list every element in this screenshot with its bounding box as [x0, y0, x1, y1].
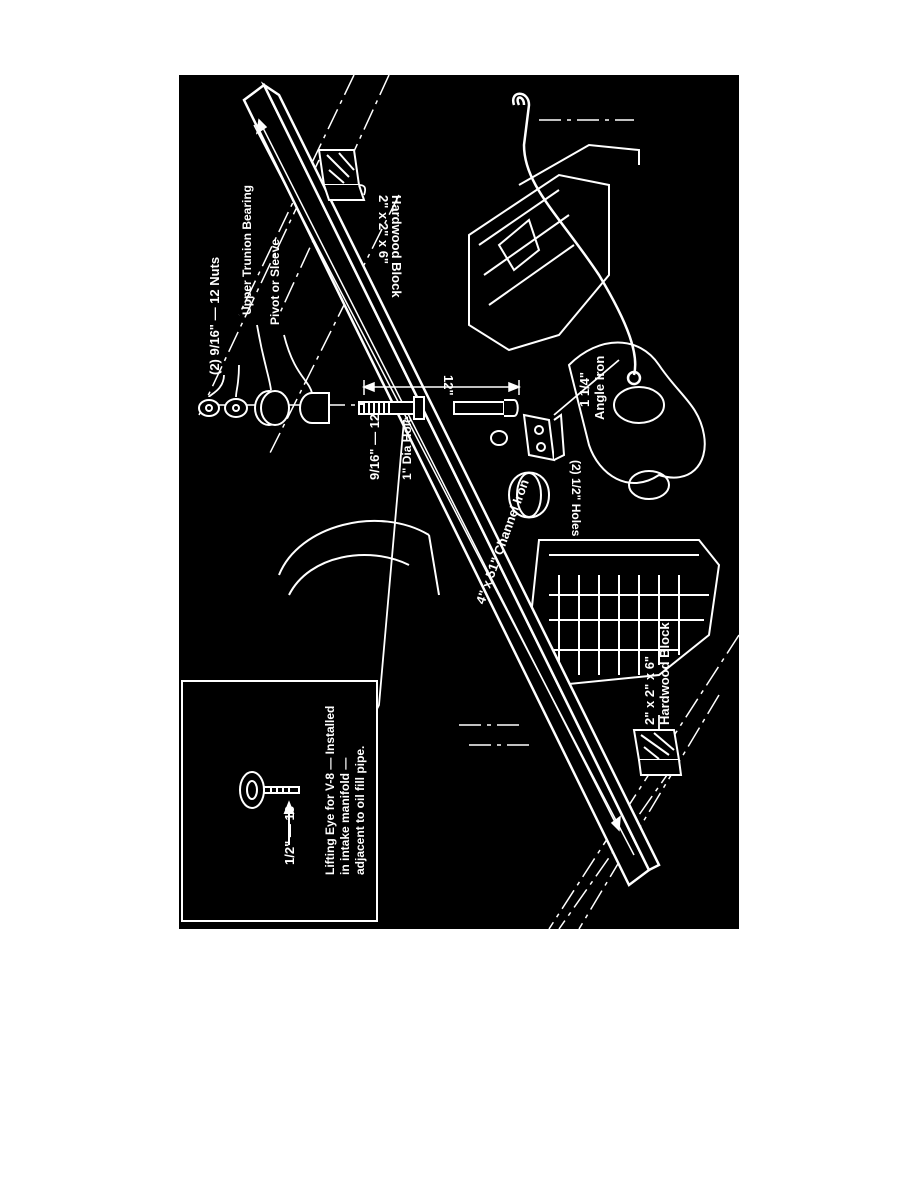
label-angle-iron-size: 1 1/4"	[577, 372, 592, 407]
inset-note-line1: Lifting Eye for V-8 — Installed	[323, 706, 337, 875]
label-bolt-size: 9/16" — 12	[367, 414, 382, 480]
inset-bolt-size: 1/2" — 13	[282, 806, 297, 865]
cable	[511, 92, 642, 386]
engine-components	[278, 341, 706, 596]
label-hardwood-block-top-size: 2" x 2" x 6"	[376, 195, 391, 264]
label-pivot-sleeve: Pivot or Sleeve	[268, 239, 282, 325]
label-dia-hole: 1" Dia Hole	[400, 416, 414, 480]
inset-note-line3: adjacent to oil fill pipe.	[353, 746, 367, 875]
hardwood-block-bottom	[632, 729, 683, 776]
dimension-12in	[361, 380, 522, 395]
inset-box	[181, 680, 378, 922]
beam-length-arrow	[255, 118, 621, 832]
engine-lifting-bracket-diagram: (2) 9/16" — 12 Nuts Upper Trunion Bearin…	[179, 74, 740, 930]
label-nuts: (2) 9/16" — 12 Nuts	[207, 257, 222, 375]
hardwood-block-top	[317, 149, 366, 201]
cylinder-head	[468, 143, 640, 352]
bolt-assembly	[198, 390, 519, 446]
label-angle-iron-name: Angle Iron	[592, 356, 607, 420]
label-dimension-12: 12"	[441, 375, 456, 396]
inset-note-line2: in intake manifold —	[338, 758, 352, 875]
label-holes: (2) 1/2" Holes	[569, 460, 583, 537]
label-hardwood-block-top-name: Hardwood Block	[389, 195, 404, 298]
label-hardwood-block-bottom-size: 2" x 2" x 6"	[642, 656, 657, 725]
label-upper-trunion-bearing: Upper Trunion Bearing	[240, 185, 254, 315]
angle-iron	[522, 413, 566, 462]
label-hardwood-block-bottom-name: Hardwood Block	[657, 622, 672, 725]
